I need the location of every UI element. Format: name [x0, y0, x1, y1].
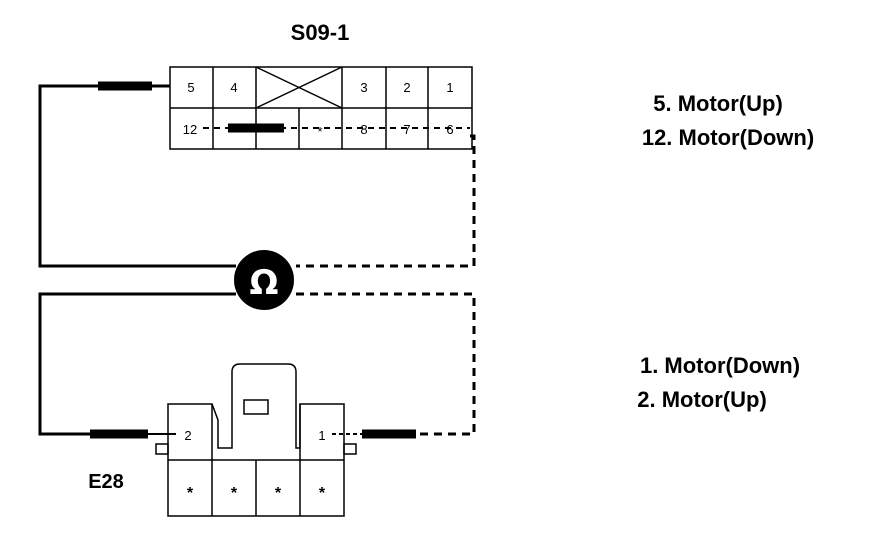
pin-label: *: [317, 124, 322, 139]
pin-label: *: [231, 485, 238, 502]
pin-label: 1: [318, 428, 325, 443]
dashed-wire-bottom: [296, 292, 476, 436]
legend-bottom-line2: 2. Motor(Up): [637, 387, 767, 412]
connector-s09-1: [169, 66, 473, 150]
connector-s09-1-title: S09-1: [291, 20, 350, 45]
legend-top-line2: 12. Motor(Down): [642, 125, 814, 150]
latch-tab: [243, 399, 269, 415]
pin-label: *: [319, 485, 326, 502]
legend-bottom-line1: 1. Motor(Down): [640, 353, 800, 378]
pin-label: 3: [360, 80, 367, 95]
ohm-symbol: Ω: [250, 263, 279, 303]
ohmmeter-icon: Ω: [234, 250, 294, 310]
pin-label: 2: [403, 80, 410, 95]
pin-label: *: [275, 485, 282, 502]
solid-wire-top: [38, 84, 236, 268]
pin-label: 1: [446, 80, 453, 95]
pin-label: 8: [360, 122, 367, 137]
pin-label: 5: [187, 80, 194, 95]
pin-label: 4: [230, 80, 237, 95]
pin-label: 2: [184, 428, 191, 443]
pin-label: 12: [183, 122, 197, 137]
pin-label: *: [187, 485, 194, 502]
pin-label: 7: [403, 122, 410, 137]
pin-label: 6: [446, 122, 453, 137]
connector-e28: [155, 363, 357, 517]
solid-wire-bottom: [38, 292, 236, 436]
legend-top-line1: 5. Motor(Up): [653, 91, 783, 116]
dashed-wire-top: [296, 134, 476, 268]
connector-e28-title: E28: [88, 471, 124, 493]
